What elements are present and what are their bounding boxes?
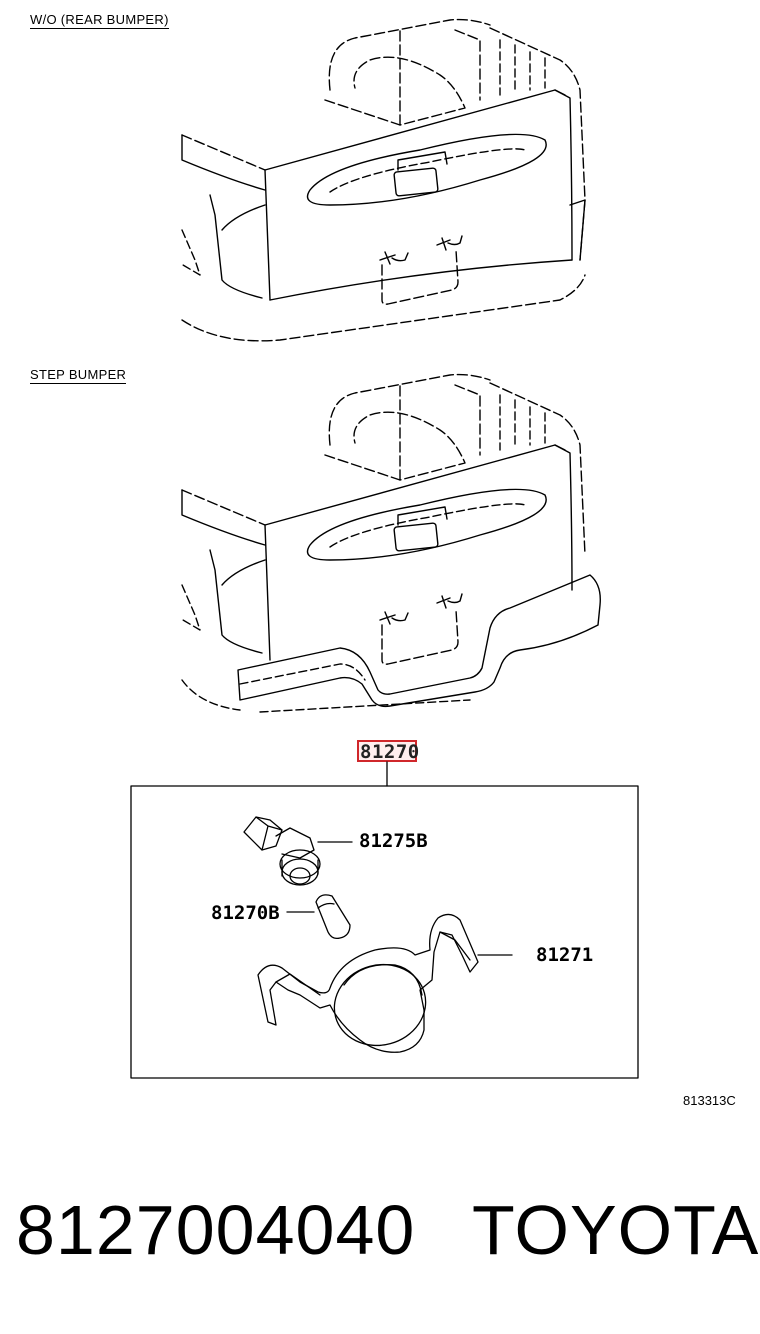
section-label-without-rear-bumper: W/O (REAR BUMPER)	[30, 12, 169, 29]
housing-part-drawing	[257, 913, 513, 1053]
socket-part-drawing	[243, 816, 353, 886]
socket-part-number[interactable]: 81275B	[359, 830, 428, 852]
footer-brand: TOYOTA	[472, 1191, 760, 1269]
bulb-part-number[interactable]: 81270B	[211, 902, 280, 924]
footer-part-number: 8127004040	[16, 1191, 416, 1269]
diagram-reference-id: 813313C	[683, 1093, 736, 1108]
bulb-part-drawing	[286, 894, 351, 940]
parts-box	[130, 785, 639, 1079]
assembly-part-number[interactable]: 81270	[360, 741, 420, 763]
housing-part-number[interactable]: 81271	[536, 944, 594, 966]
section-label-step-bumper: STEP BUMPER	[30, 367, 127, 384]
assembly-part-highlight[interactable]: 81270	[357, 740, 420, 763]
